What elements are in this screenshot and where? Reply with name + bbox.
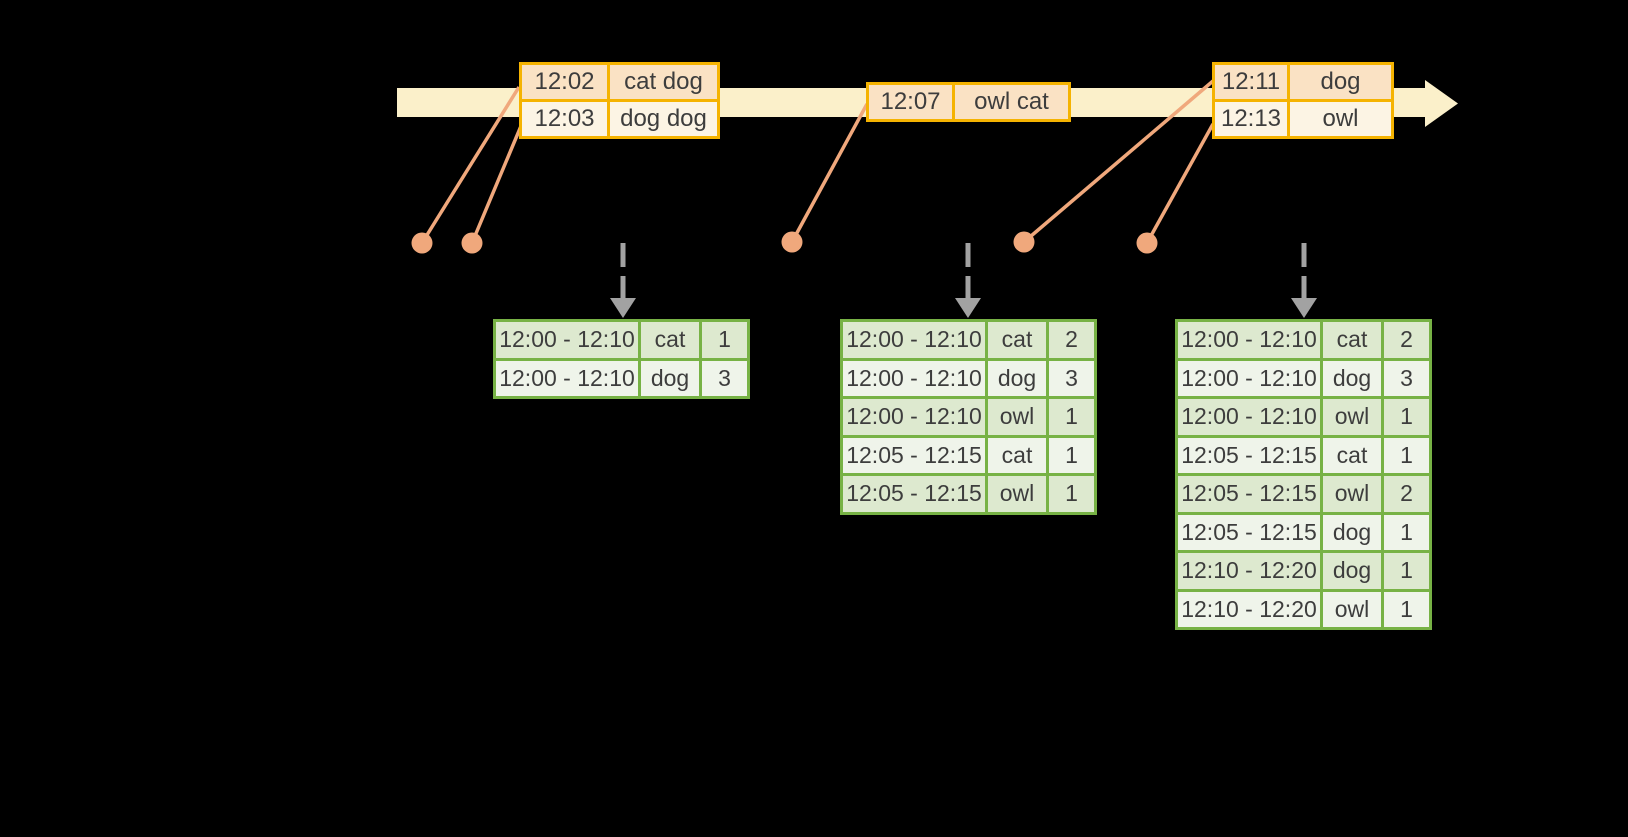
event-row: 12:11 dog [1215,65,1391,99]
result-window: 12:00 - 12:10 [496,322,638,358]
result-row: 12:00 - 12:10 cat 2 [1178,322,1429,358]
leader-line-1203 [470,125,523,244]
result-count: 1 [1384,437,1429,473]
event-box-2: 12:07 owl cat [866,82,1071,122]
result-word: dog [1323,360,1381,396]
result-row: 12:05 - 12:15 owl 1 [843,476,1094,512]
result-word: owl [1323,591,1381,627]
result-word: dog [1323,553,1381,589]
event-words: dog dog [610,102,717,136]
result-word: cat [1323,322,1381,358]
result-window: 12:00 - 12:10 [1178,399,1320,435]
result-count: 2 [1384,322,1429,358]
result-count: 1 [1384,514,1429,550]
leader-line-1202 [420,86,521,244]
trigger-arrow-head-icon [610,298,636,318]
event-time: 12:07 [869,85,952,119]
result-count: 1 [1049,476,1094,512]
event-time: 12:02 [522,65,607,99]
result-word: dog [1323,514,1381,550]
result-window: 12:00 - 12:10 [496,360,638,396]
event-box-1: 12:02 cat dog 12:03 dog dog [519,62,720,139]
trigger-arrow-head-icon [955,298,981,318]
result-count: 1 [1384,591,1429,627]
result-row: 12:00 - 12:10 cat 1 [496,322,747,358]
event-words: dog [1290,65,1391,99]
result-row: 12:05 - 12:15 cat 1 [843,437,1094,473]
event-time: 12:13 [1215,102,1287,136]
result-window: 12:05 - 12:15 [843,437,985,473]
event-time: 12:03 [522,102,607,136]
result-window: 12:05 - 12:15 [843,476,985,512]
event-dot [781,231,803,253]
event-dot [411,232,433,254]
leader-line-1207 [790,103,869,243]
leader-line-1211 [1022,79,1215,244]
result-count: 2 [1049,322,1094,358]
result-row: 12:00 - 12:10 dog 3 [843,360,1094,396]
result-count: 1 [1049,437,1094,473]
result-word: owl [1323,399,1381,435]
result-window: 12:00 - 12:10 [1178,322,1320,358]
result-table-1: 12:00 - 12:10 cat 1 12:00 - 12:10 dog 3 [493,319,750,399]
result-window: 12:10 - 12:20 [1178,553,1320,589]
leader-line-1213 [1145,123,1215,244]
event-row: 12:03 dog dog [522,102,717,136]
result-table-3: 12:00 - 12:10 cat 2 12:00 - 12:10 dog 3 … [1175,319,1432,630]
result-count: 1 [1384,399,1429,435]
result-word: cat [1323,437,1381,473]
result-row: 12:00 - 12:10 owl 1 [1178,399,1429,435]
result-window: 12:00 - 12:10 [843,322,985,358]
result-row: 12:00 - 12:10 dog 3 [1178,360,1429,396]
result-row: 12:00 - 12:10 owl 1 [843,399,1094,435]
result-window: 12:00 - 12:10 [1178,360,1320,396]
result-row: 12:00 - 12:10 cat 2 [843,322,1094,358]
result-window: 12:05 - 12:15 [1178,476,1320,512]
event-row: 12:13 owl [1215,102,1391,136]
result-count: 1 [1049,399,1094,435]
result-word: cat [641,322,699,358]
result-window: 12:00 - 12:10 [843,399,985,435]
result-row: 12:00 - 12:10 dog 3 [496,360,747,396]
result-window: 12:05 - 12:15 [1178,514,1320,550]
event-time: 12:11 [1215,65,1287,99]
result-count: 1 [1384,553,1429,589]
event-words: cat dog [610,65,717,99]
result-word: owl [988,399,1046,435]
result-count: 2 [1384,476,1429,512]
result-word: cat [988,437,1046,473]
result-row: 12:05 - 12:15 cat 1 [1178,437,1429,473]
result-count: 3 [702,360,747,396]
result-row: 12:10 - 12:20 dog 1 [1178,553,1429,589]
event-dot [461,232,483,254]
event-row: 12:02 cat dog [522,65,717,99]
result-count: 3 [1384,360,1429,396]
result-word: dog [641,360,699,396]
event-words: owl cat [955,85,1068,119]
result-count: 3 [1049,360,1094,396]
result-row: 12:05 - 12:15 dog 1 [1178,514,1429,550]
event-words: owl [1290,102,1391,136]
event-dot [1013,231,1035,253]
event-dot [1136,232,1158,254]
result-word: cat [988,322,1046,358]
result-word: owl [1323,476,1381,512]
result-window: 12:10 - 12:20 [1178,591,1320,627]
result-window: 12:05 - 12:15 [1178,437,1320,473]
event-box-3: 12:11 dog 12:13 owl [1212,62,1394,139]
event-row: 12:07 owl cat [869,85,1068,119]
result-row: 12:10 - 12:20 owl 1 [1178,591,1429,627]
result-window: 12:00 - 12:10 [843,360,985,396]
trigger-arrow-head-icon [1291,298,1317,318]
result-table-2: 12:00 - 12:10 cat 2 12:00 - 12:10 dog 3 … [840,319,1097,515]
result-word: owl [988,476,1046,512]
result-word: dog [988,360,1046,396]
result-count: 1 [702,322,747,358]
result-row: 12:05 - 12:15 owl 2 [1178,476,1429,512]
